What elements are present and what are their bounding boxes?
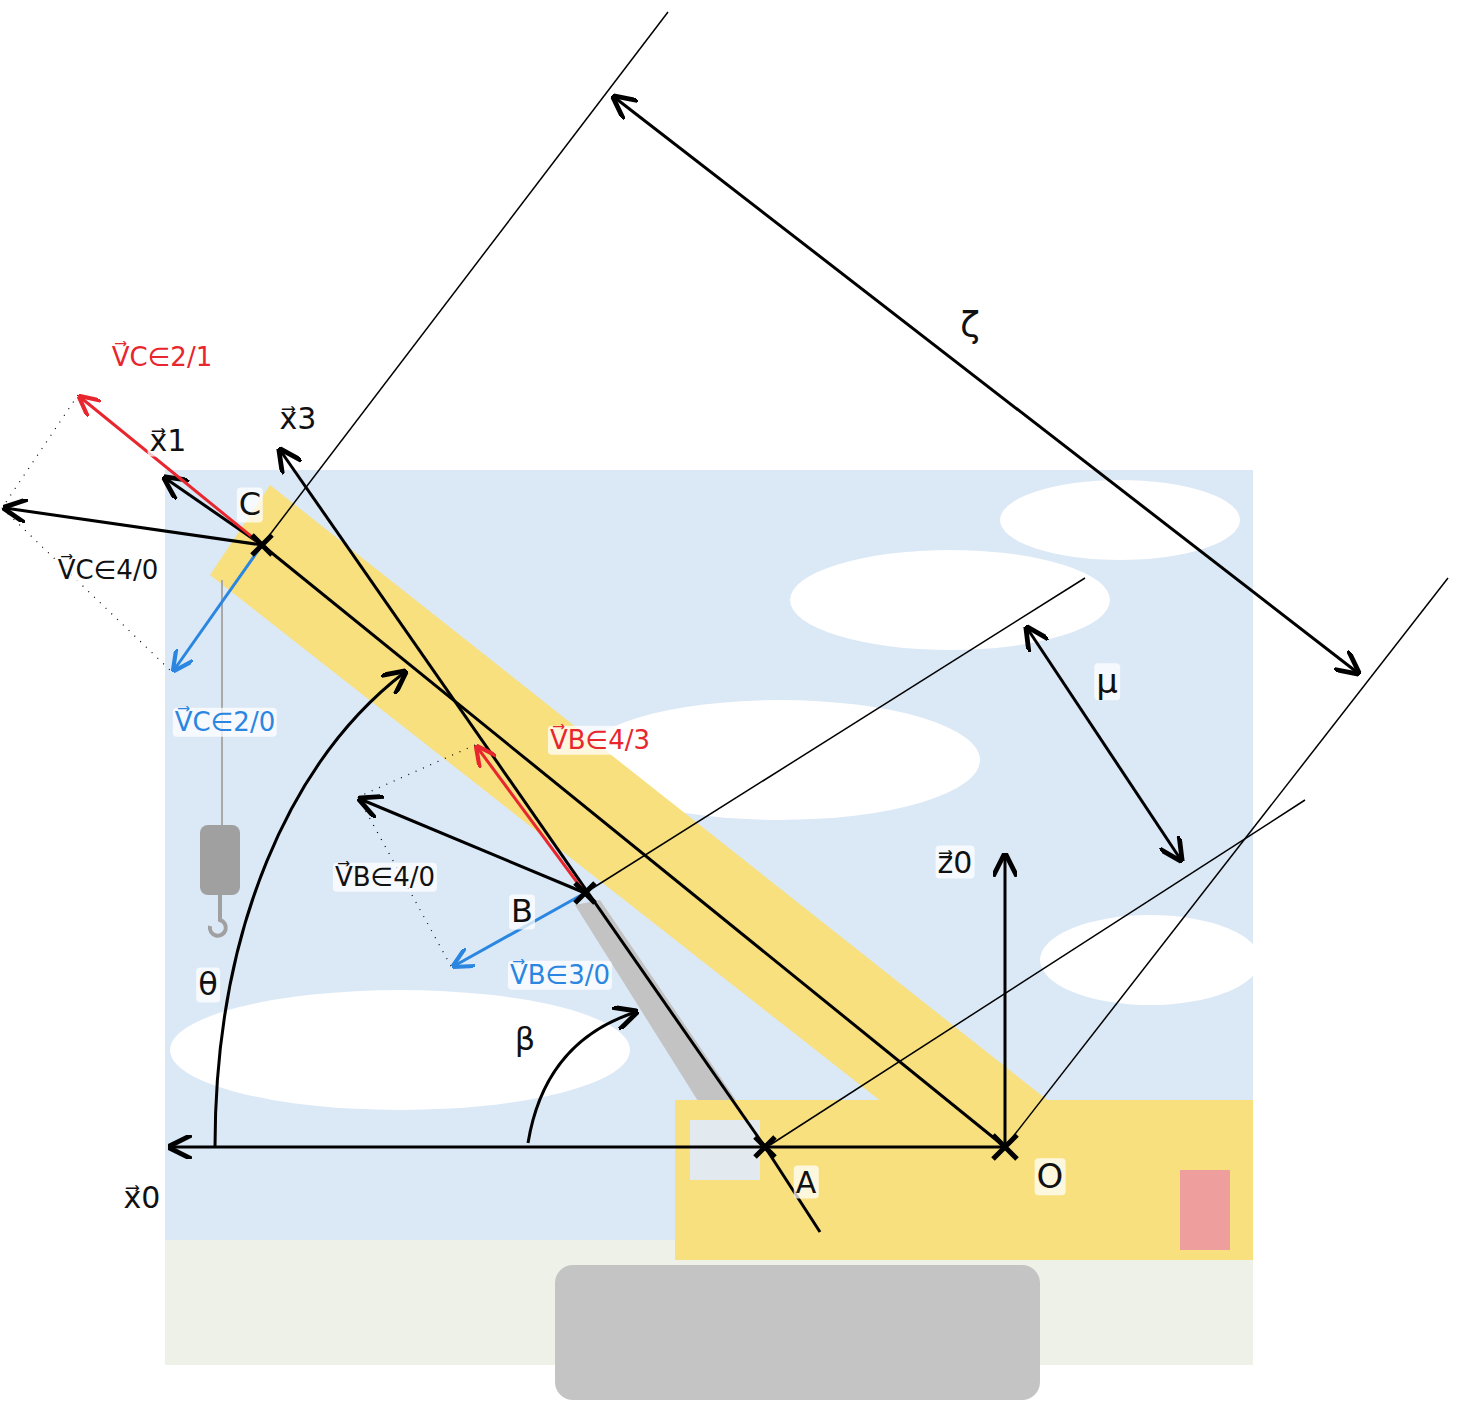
point-label: B	[509, 894, 535, 929]
dimension-label: ζ	[958, 305, 982, 345]
kinematic-lines	[5, 97, 1358, 1232]
velocity-vector	[80, 397, 262, 545]
vector-label: V⃗C∈4/0	[56, 556, 160, 585]
point-label: C	[237, 487, 263, 522]
construction-lines	[262, 12, 1448, 1147]
axis-label: x⃗3	[278, 402, 319, 435]
velocity-vector	[174, 545, 262, 670]
dimension-label: μ	[1094, 663, 1120, 700]
velocity-vector	[454, 893, 585, 966]
dotted-lines	[2, 395, 475, 968]
vector-label: V⃗B∈4/0	[333, 863, 437, 892]
velocity-vector	[477, 747, 585, 893]
angle-label: θ	[196, 967, 220, 1002]
vector-label: V⃗B∈4/3	[548, 726, 652, 755]
axis-label: z⃗0	[936, 846, 975, 879]
vector-label: V⃗B∈3/0	[508, 961, 612, 990]
axis-label: x⃗0	[122, 1181, 163, 1214]
point-marks	[252, 535, 1017, 1159]
vector-label: V⃗C∈2/0	[173, 708, 277, 737]
angle-label: β	[513, 1022, 537, 1057]
vector-label: V⃗C∈2/1	[110, 343, 214, 372]
axis-label: x⃗1	[148, 424, 189, 457]
point-label: A	[794, 1166, 819, 1199]
point-label: O	[1035, 1158, 1066, 1195]
